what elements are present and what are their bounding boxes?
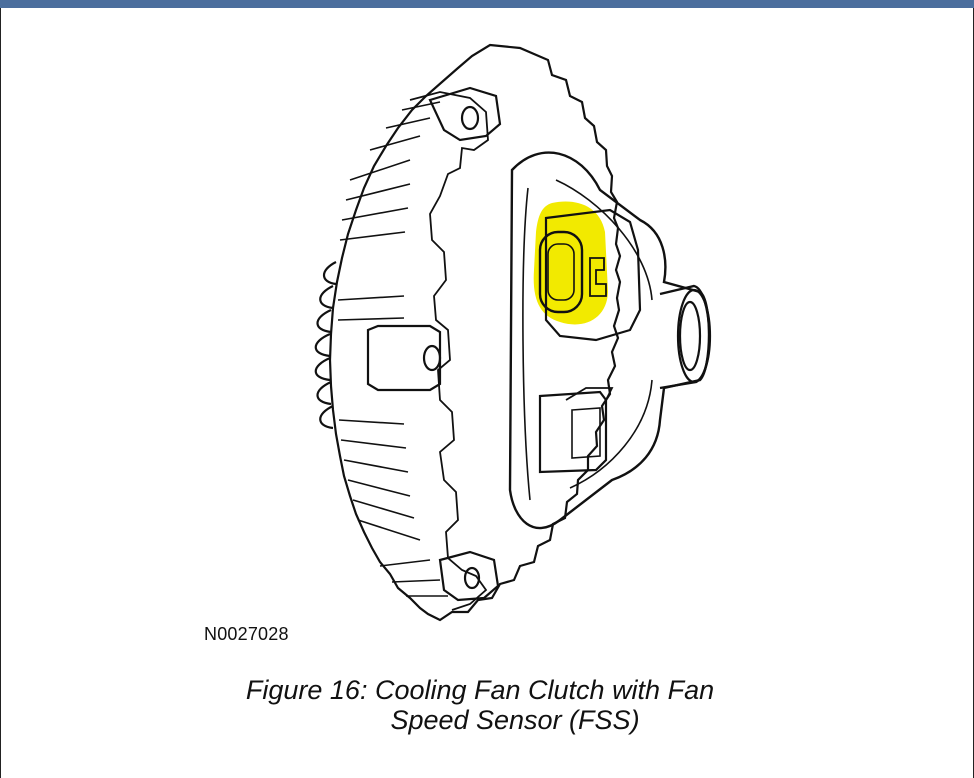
fan-clutch-body	[314, 43, 712, 622]
fin-coil-4	[314, 332, 331, 358]
fin-coil-3	[316, 308, 332, 334]
fin-blocks	[409, 91, 489, 611]
figure-caption: Figure 16: Cooling Fan Clutch with Fan S…	[180, 675, 820, 735]
part-number-label: N0027028	[204, 624, 289, 644]
left-hub	[366, 324, 442, 392]
lower-block	[538, 390, 608, 474]
fin-coil-1	[322, 261, 337, 286]
caption-line-1: Figure 16: Cooling Fan Clutch with Fan	[245, 675, 715, 705]
sensor-housing	[544, 208, 642, 342]
fin-coil-5	[314, 356, 331, 382]
fin-outer-edge	[328, 43, 622, 622]
fin-coil-7	[319, 405, 334, 430]
fin-coil-6	[316, 380, 332, 406]
caption-line-2: Speed Sensor (FSS)	[390, 705, 640, 735]
fss-connector	[538, 230, 584, 314]
fin-coil-2	[319, 285, 334, 310]
left-border	[0, 8, 1, 778]
window-title-bar	[0, 0, 974, 8]
